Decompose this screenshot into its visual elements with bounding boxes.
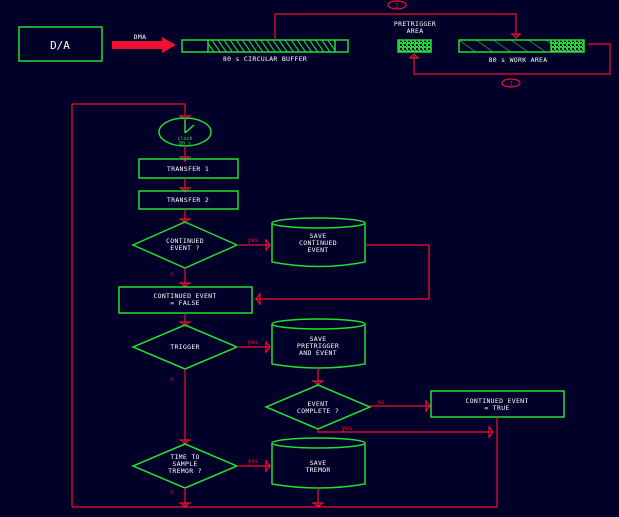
arrow-head <box>265 460 271 472</box>
dma-arrow: DMA <box>112 33 176 53</box>
event-complete-1: EVENT <box>307 400 328 408</box>
save-pretrigger-3: AND EVENT <box>299 349 337 357</box>
da-box: D/A <box>18 26 103 62</box>
arrow-head <box>265 239 271 251</box>
arrow-head <box>255 293 261 305</box>
clock-label-1: clock <box>177 136 192 142</box>
continued-event-decision: CONTINUED EVENT ? <box>131 221 239 269</box>
return-line <box>72 417 498 508</box>
pretrigger-area: PRETRIGGER AREA <box>394 20 436 53</box>
arrow-head <box>179 321 191 327</box>
trigger-q: TRIGGER <box>170 343 200 351</box>
save-continued-1: SAVE <box>310 232 327 240</box>
save-tremor-storage: SAVE TREMOR <box>271 437 366 489</box>
continued-true-2: = TRUE <box>484 404 509 412</box>
arrow-head <box>179 502 191 508</box>
path-1-label: 1 <box>509 81 513 88</box>
continued-event-q-2: EVENT ? <box>170 244 200 252</box>
no-label: n <box>170 376 174 383</box>
save-tremor-2: TREMOR <box>305 466 330 474</box>
arrow-head <box>425 400 431 412</box>
arrow-head <box>179 218 191 224</box>
transfer-2-box: TRANSFER 2 <box>138 190 239 210</box>
time-sample-2: SAMPLE <box>172 460 197 468</box>
flow-line <box>255 244 430 300</box>
event-complete-decision: EVENT COMPLETE ? <box>264 384 372 430</box>
continued-event-false-box: CONTINUED EVENT = FALSE <box>118 286 253 314</box>
no-label: n <box>170 489 174 496</box>
save-pretrigger-storage: SAVE PRETRIGGER AND EVENT <box>271 318 366 369</box>
path-2-label: 2 <box>395 3 399 10</box>
path-1-line: 1 <box>409 43 611 88</box>
path-2-line: 2 <box>274 0 521 40</box>
continued-false-2: = FALSE <box>170 299 200 307</box>
arrow-head <box>312 502 324 508</box>
save-continued-3: EVENT <box>307 246 328 254</box>
clock-node: clock 80 s <box>158 117 212 147</box>
return-loop-line <box>71 103 186 507</box>
flow-line <box>317 429 493 433</box>
yes-label: yes <box>248 339 259 346</box>
save-tremor-1: SAVE <box>310 459 327 467</box>
circular-buffer-label: 80 s CIRCULAR BUFFER <box>223 55 307 63</box>
yes-label: yes <box>248 237 259 244</box>
clock-label-2: 80 s <box>179 141 191 147</box>
continued-false-1: CONTINUED EVENT <box>153 292 216 300</box>
continued-event-q-1: CONTINUED <box>166 237 204 245</box>
yes-label: yes <box>248 458 259 465</box>
pretrigger-area-label-2: AREA <box>407 27 424 35</box>
transfer-1-box: TRANSFER 1 <box>138 158 239 179</box>
circular-buffer: 80 s CIRCULAR BUFFER <box>181 39 349 63</box>
arrow-head <box>265 341 271 353</box>
continued-true-1: CONTINUED EVENT <box>465 397 528 405</box>
continued-event-true-box: CONTINUED EVENT = TRUE <box>430 390 565 418</box>
pretrigger-area-label-1: PRETRIGGER <box>394 20 436 28</box>
save-continued-2: CONTINUED <box>299 239 337 247</box>
save-continued-event-storage: SAVE CONTINUED EVENT <box>271 217 366 268</box>
time-sample-1: TIME TO <box>170 453 200 461</box>
transfer-1-label: TRANSFER 1 <box>167 165 209 173</box>
work-area: 80 s WORK AREA <box>458 39 585 64</box>
event-complete-2: COMPLETE ? <box>297 407 339 415</box>
clock-hand-minute <box>184 124 195 134</box>
trigger-decision: TRIGGER <box>131 324 239 370</box>
arrow-head <box>488 426 494 438</box>
transfer-2-label: TRANSFER 2 <box>167 196 209 204</box>
arrow-head <box>179 187 191 193</box>
time-sample-3: TREMOR ? <box>168 467 202 475</box>
no-label: n <box>170 271 174 278</box>
time-to-sample-decision: TIME TO SAMPLE TREMOR ? <box>131 443 239 489</box>
no-label: no <box>377 399 385 406</box>
yes-label: yes <box>342 425 353 432</box>
work-area-label: 80 s WORK AREA <box>489 56 548 64</box>
dma-label: DMA <box>134 33 147 41</box>
save-pretrigger-1: SAVE <box>310 335 327 343</box>
save-pretrigger-2: PRETRIGGER <box>297 342 339 350</box>
da-label: D/A <box>50 39 70 52</box>
